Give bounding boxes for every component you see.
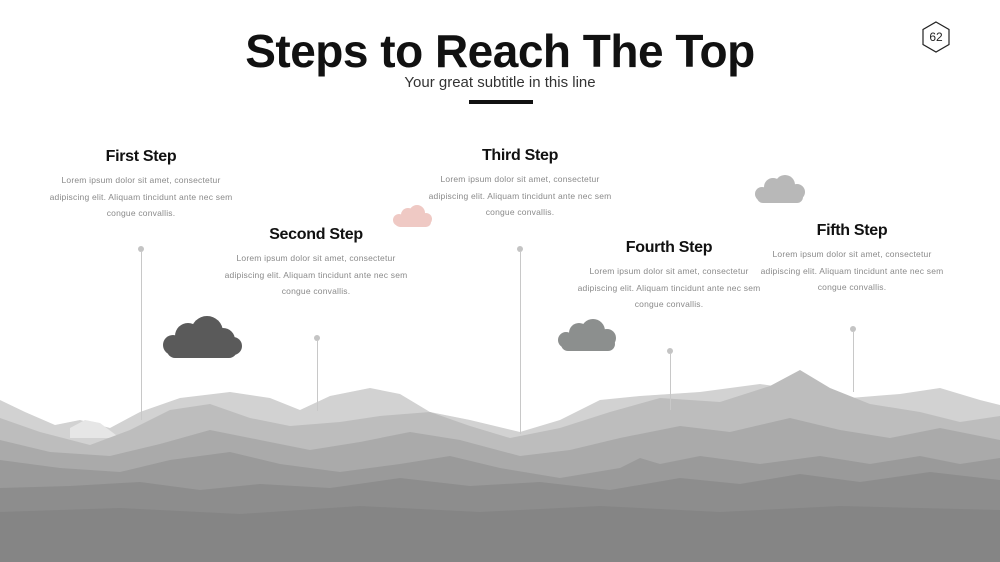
step-third: Third Step Lorem ipsum dolor sit amet, c… (425, 147, 615, 221)
step-pin-dot (850, 326, 856, 332)
step-pin-line (520, 252, 521, 434)
step-pin-dot (314, 335, 320, 341)
step-description: Lorem ipsum dolor sit amet, consectetur … (577, 266, 761, 309)
step-description: Lorem ipsum dolor sit amet, consectetur … (224, 253, 408, 296)
step-description: Lorem ipsum dolor sit amet, consectetur … (49, 175, 233, 218)
cloud-icon (163, 316, 242, 358)
step-pin-dot (517, 246, 523, 252)
step-title: First Step (105, 148, 177, 165)
hexagon-icon (922, 21, 950, 53)
page-title: Steps to Reach The Top (245, 25, 755, 77)
cloud-icon (558, 319, 616, 351)
cloud-icon (755, 175, 805, 203)
step-title: Third Step (481, 147, 559, 164)
step-description: Lorem ipsum dolor sit amet, consectetur … (760, 249, 944, 292)
step-pin-line (853, 332, 854, 392)
step-pin-line (141, 252, 142, 420)
step-first: First Step Lorem ipsum dolor sit amet, c… (46, 148, 236, 222)
step-fifth: Fifth Step Lorem ipsum dolor sit amet, c… (757, 222, 947, 296)
page-subtitle: Your great subtitle in this line (404, 74, 596, 91)
cloud-icon (393, 205, 432, 227)
step-description: Lorem ipsum dolor sit amet, consectetur … (428, 174, 612, 217)
title-underline (469, 100, 533, 104)
step-title: Fourth Step (625, 239, 713, 256)
step-fourth: Fourth Step Lorem ipsum dolor sit amet, … (574, 239, 764, 313)
step-pin-dot (138, 246, 144, 252)
step-pin-dot (667, 348, 673, 354)
step-title: Second Step (269, 226, 363, 243)
step-second: Second Step Lorem ipsum dolor sit amet, … (221, 226, 411, 300)
page-number-badge: 62 (919, 20, 953, 54)
step-pin-line (670, 354, 671, 410)
step-pin-line (317, 341, 318, 411)
page-number: 62 (929, 30, 943, 44)
mountain-range (0, 370, 1000, 562)
step-title: Fifth Step (816, 222, 888, 239)
